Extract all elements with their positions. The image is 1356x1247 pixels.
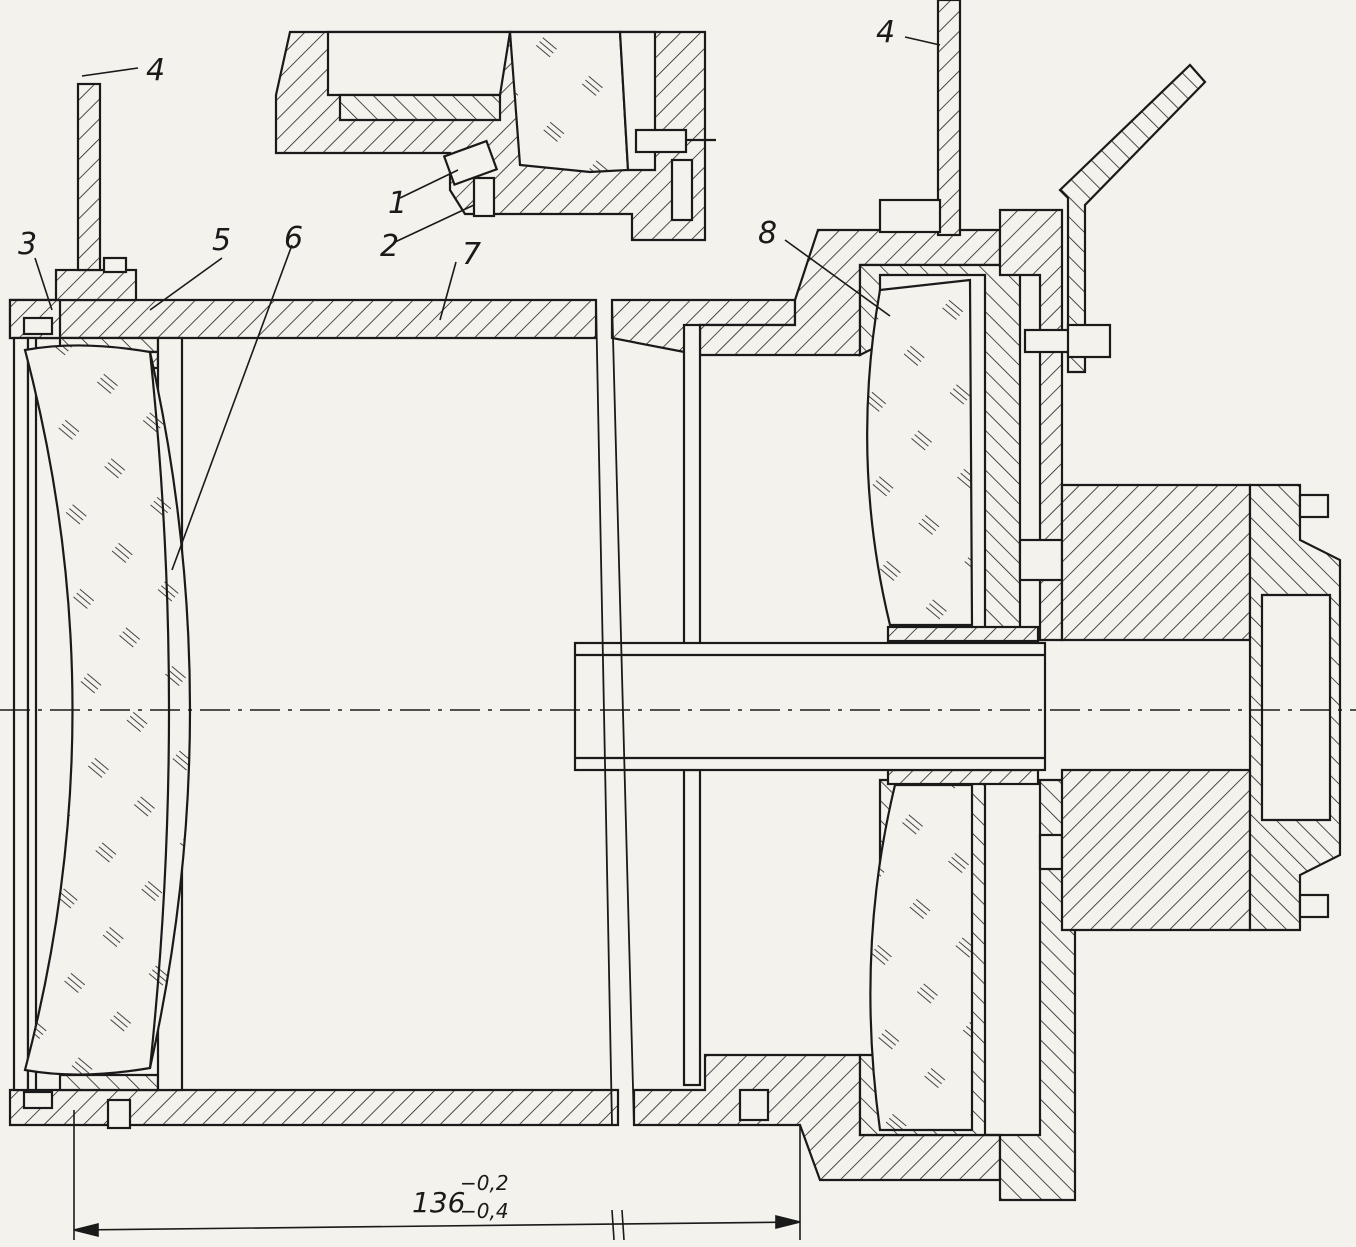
label-5: 5 (212, 223, 231, 258)
leader-4-right (904, 36, 941, 46)
central-tube (573, 641, 1047, 772)
label-2: 2 (380, 229, 399, 264)
leader-4-left (81, 67, 139, 77)
label-3: 3 (18, 227, 37, 262)
leader-6 (171, 244, 293, 571)
label-6: 6 (284, 221, 303, 256)
right-top-bolt (878, 0, 1207, 374)
rear-lens-cell (858, 208, 1077, 1202)
detail-inset (274, 30, 716, 242)
dimension-136 (73, 1110, 801, 1241)
leader-2 (394, 204, 475, 243)
leader-8 (784, 239, 891, 317)
tube-top-wall (8, 228, 1002, 357)
label-8: 8 (758, 216, 777, 251)
rear-flange (1060, 483, 1342, 932)
label-4-right: 4 (876, 15, 895, 50)
leader-1 (399, 169, 459, 199)
dimension-upper-tolerance: −0,2 (460, 1171, 509, 1195)
leader-7 (439, 261, 457, 321)
label-4-left: 4 (146, 53, 165, 88)
label-1: 1 (388, 186, 407, 221)
label-7: 7 (462, 237, 481, 272)
leader-5 (149, 257, 223, 311)
break-line-right (611, 299, 635, 1126)
tube-bottom-wall (8, 1053, 1002, 1182)
bottom-screw (738, 1088, 770, 1122)
leader-3 (34, 257, 53, 311)
dimension-lower-tolerance: −0,4 (460, 1199, 509, 1223)
break-line-left (595, 299, 613, 1126)
dimension-value: 136 (412, 1186, 465, 1219)
inner-rings (682, 323, 702, 1087)
